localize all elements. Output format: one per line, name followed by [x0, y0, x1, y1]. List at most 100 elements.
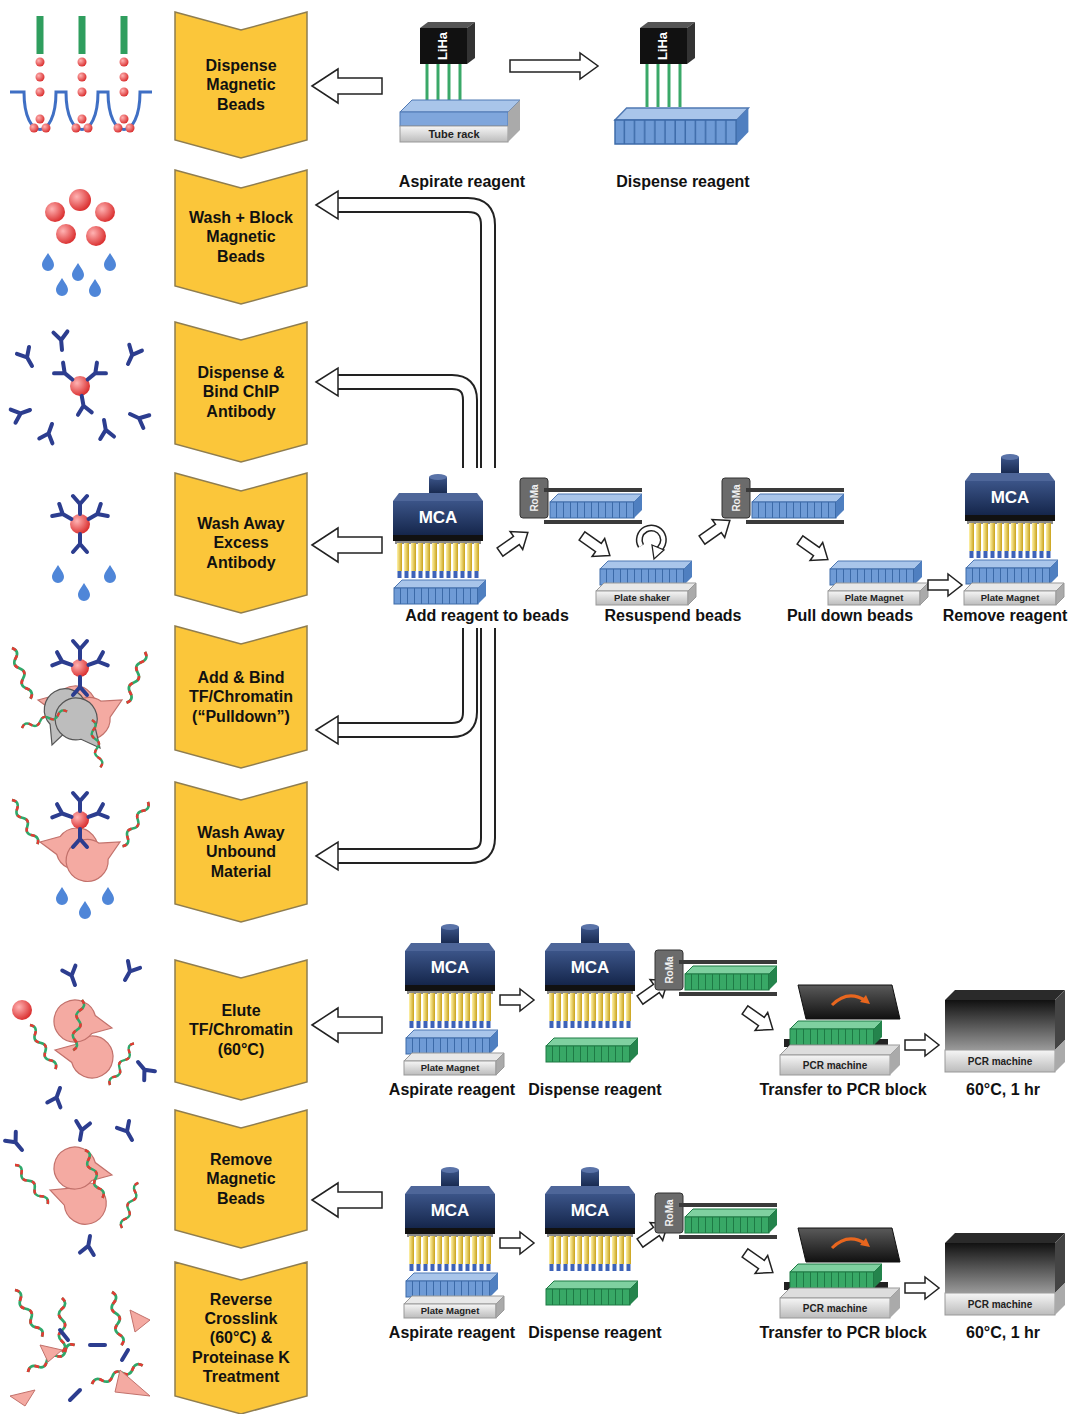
machine-label: RoMa — [731, 484, 742, 511]
illustration-part — [60, 1330, 128, 1400]
chevron-fill — [175, 322, 307, 462]
illustration-part — [312, 528, 382, 562]
illustration-part — [115, 1370, 150, 1396]
illustration-part — [56, 224, 76, 244]
illustration-part — [73, 829, 87, 847]
illustration-part — [615, 108, 748, 144]
illustration-part — [86, 804, 108, 823]
step-label: Remove Magnetic Beads — [181, 1150, 301, 1208]
illustration-part — [964, 583, 1064, 605]
machine-label: MCA — [571, 959, 610, 978]
machine-label: RoMa — [664, 956, 675, 983]
illustration-part — [336, 628, 470, 730]
caption: Add reagent to beads — [405, 607, 569, 625]
caption: Pull down beads — [787, 607, 913, 625]
illustration-part — [312, 69, 382, 103]
process-chevron: Remove Magnetic Beads — [175, 1110, 307, 1248]
illustration-part — [550, 494, 642, 518]
illustration-part — [72, 58, 93, 133]
step-label: Dispense & Bind ChIP Antibody — [181, 363, 301, 421]
illustration-part — [722, 478, 844, 524]
illustration-part — [576, 527, 616, 565]
step-label: Wash Away Unbound Material — [181, 823, 301, 881]
illustration-part — [127, 408, 149, 428]
illustration-part — [122, 1350, 128, 1360]
illustration-part — [316, 191, 338, 219]
illustration-part — [73, 534, 87, 552]
caption: Aspirate reagent — [399, 173, 525, 191]
illustration-part — [130, 1310, 150, 1332]
caption: Remove reagent — [943, 607, 1068, 625]
caption: 60°C, 1 hr — [966, 1324, 1040, 1342]
illustration-part — [89, 720, 103, 768]
step-icons — [5, 16, 155, 1406]
illustration-part — [40, 1345, 62, 1362]
machine-label: PCR machine — [803, 1060, 867, 1071]
illustration-part — [85, 504, 108, 525]
illustration-part — [394, 580, 486, 604]
step-label: Wash + Block Magnetic Beads — [181, 208, 301, 266]
illustration-part — [73, 677, 87, 695]
illustration-part — [752, 494, 844, 518]
illustration-part — [13, 1163, 50, 1206]
machine-label: Plate Magnet — [421, 1063, 480, 1073]
illustration-part — [830, 561, 922, 585]
illustration-part — [600, 561, 692, 585]
illustration-part — [73, 793, 87, 811]
illustration-part — [336, 628, 470, 730]
illustration-part — [119, 1182, 141, 1229]
illustration-part — [965, 454, 1055, 559]
illustration-part — [60, 1330, 68, 1340]
illustration-part — [510, 53, 598, 79]
illustration-part — [928, 574, 962, 596]
illustration-part — [336, 628, 488, 856]
machine-label: LiHa — [436, 32, 450, 60]
illustration-part — [336, 628, 488, 856]
illustration-part — [60, 828, 129, 887]
illustration-part — [420, 22, 475, 107]
illustration-part — [400, 100, 520, 142]
illustration-part — [102, 887, 114, 905]
illustration-part — [316, 368, 338, 396]
machine-label: PCR machine — [803, 1303, 867, 1314]
step-label: Add & Bind TF/Chromatin (“Pulldown”) — [181, 668, 301, 726]
caption: Dispense reagent — [528, 1324, 661, 1342]
illustration-part — [828, 583, 928, 605]
robot-workflow — [312, 22, 1065, 1318]
process-chevron: Wash + Block Magnetic Beads — [175, 170, 307, 304]
process-chevron: Wash Away Excess Antibody — [175, 473, 307, 613]
illustration-part — [393, 474, 483, 579]
illustration-part — [9, 647, 33, 700]
illustration-part — [70, 514, 90, 534]
machine-label: RoMa — [529, 484, 540, 511]
process-chevron: Add & Bind TF/Chromatin (“Pulldown”) — [175, 626, 307, 768]
illustration-part — [336, 382, 470, 468]
illustration-part — [37, 16, 44, 54]
illustration-part — [121, 16, 128, 54]
step-label: Reverse Crosslink (60°C) & Proteinase K … — [181, 1290, 301, 1386]
illustration-part — [117, 1121, 138, 1144]
step-label: Elute TF/Chromatin (60°C) — [181, 1001, 301, 1059]
illustration-part — [114, 58, 135, 133]
chevron-fill — [175, 1262, 307, 1414]
illustration-part — [336, 205, 488, 856]
illustration-part — [56, 887, 68, 905]
illustration-part — [73, 496, 87, 514]
illustration-part — [73, 641, 87, 659]
illustration-part — [312, 1008, 382, 1042]
machine-label: MCA — [431, 1202, 470, 1221]
illustration-part — [27, 1024, 58, 1071]
illustration-part — [53, 331, 69, 350]
machine-label: MCA — [431, 959, 470, 978]
illustration-part — [316, 842, 338, 870]
illustration-part — [45, 189, 115, 246]
illustration-part — [71, 659, 89, 677]
illustration-part — [97, 419, 114, 439]
illustration-part — [966, 560, 1058, 584]
illustration-part — [70, 1390, 80, 1400]
illustration-part — [83, 363, 106, 385]
illustration-part — [56, 278, 68, 296]
illustration-part — [109, 1291, 125, 1345]
machine-label: Plate Magnet — [421, 1306, 480, 1316]
